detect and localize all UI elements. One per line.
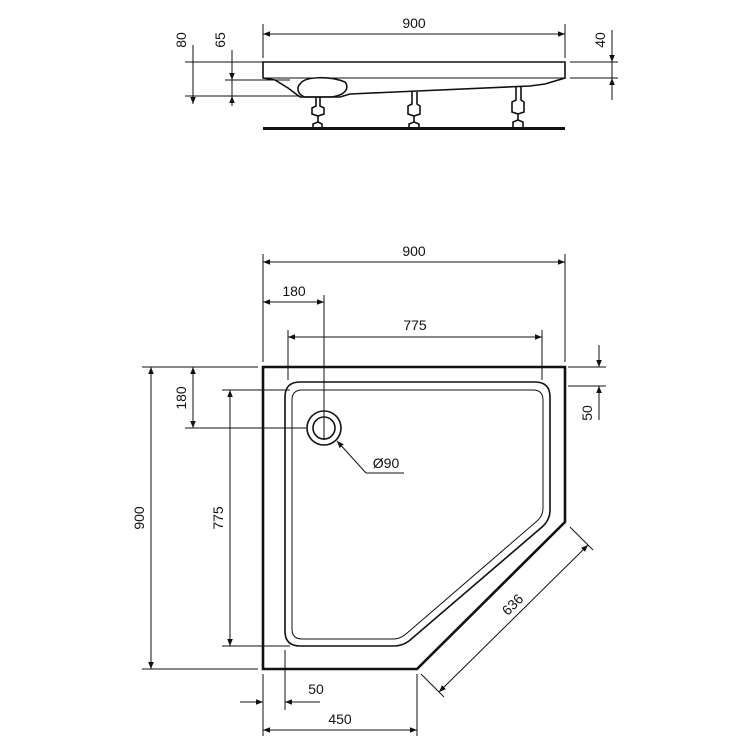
side-width-label: 900 [402, 15, 426, 31]
diagonal-label: 636 [499, 590, 527, 618]
inner-width-label: 775 [403, 317, 427, 333]
side-height-80-label: 80 [173, 32, 189, 48]
drain-offset-top-label: 180 [282, 283, 306, 299]
floor-plate [263, 127, 565, 130]
bottom-rim-label: 50 [308, 681, 324, 697]
tray-outline [261, 365, 567, 671]
plan-view: 900 180 775 50 180 900 775 Ø90 [131, 243, 606, 736]
plan-width-label: 900 [402, 243, 426, 259]
inner-height-label: 775 [210, 506, 226, 530]
drain-diameter-label: Ø90 [373, 455, 400, 471]
plan-height-label: 900 [131, 506, 147, 530]
rim-50-label: 50 [579, 405, 595, 421]
side-height-65-label: 65 [212, 32, 228, 48]
drain-offset-left-label: 180 [173, 386, 189, 410]
drain-outlet [297, 76, 348, 98]
basin-outline [284, 381, 551, 647]
bottom-width-label: 450 [328, 711, 352, 727]
side-rim-40-label: 40 [592, 32, 608, 48]
support-legs [311, 86, 525, 129]
side-view: 900 80 65 40 [173, 15, 618, 130]
